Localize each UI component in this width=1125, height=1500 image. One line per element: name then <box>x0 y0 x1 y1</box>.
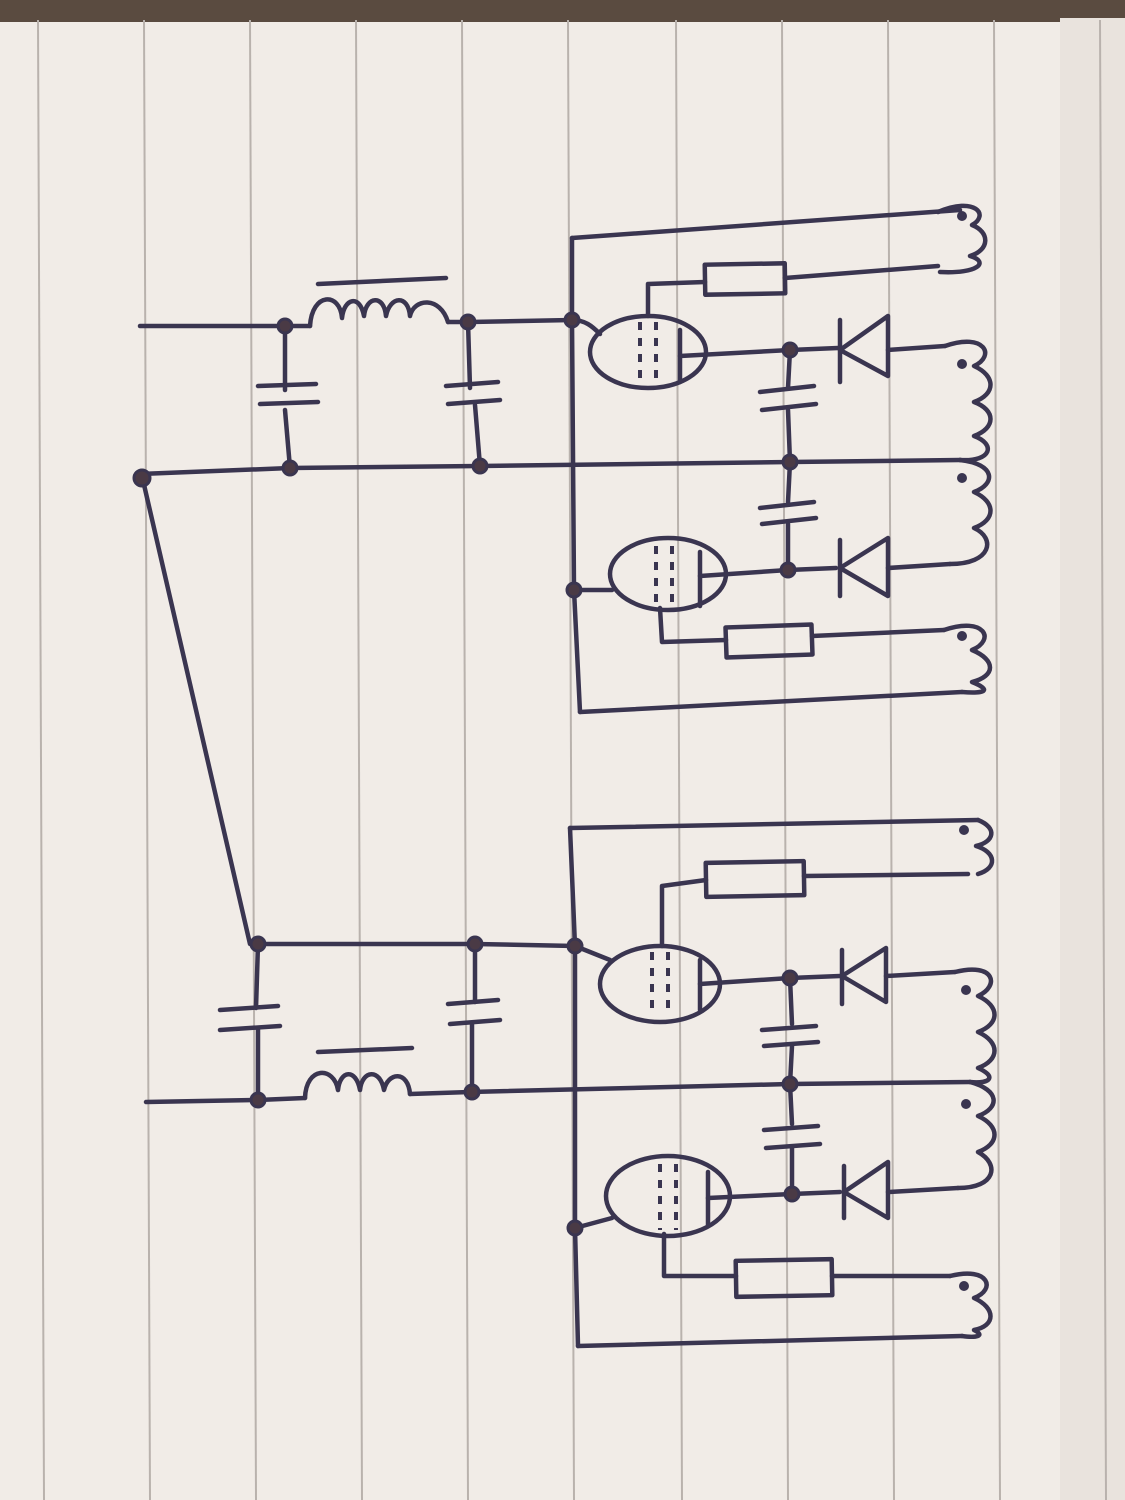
coil-upper-4 <box>941 623 993 695</box>
ruled-lines <box>37 19 1107 1500</box>
coil-upper-1 <box>935 203 988 275</box>
coil-upper-2 <box>942 339 993 463</box>
ruled-line <box>567 19 575 1500</box>
tube-lower-1 <box>572 877 793 1025</box>
ruled-line <box>675 19 683 1500</box>
ruled-line <box>887 19 895 1500</box>
inductor-lower <box>302 1045 415 1101</box>
ruled-line <box>143 19 151 1500</box>
link-wire <box>132 468 253 947</box>
tube-upper-2 <box>571 535 791 645</box>
upper-circuit <box>137 203 993 715</box>
coil-lower-1 <box>959 817 995 877</box>
junctions-upper <box>276 311 799 599</box>
resistor-lower-1 <box>703 858 971 900</box>
upper-wires <box>137 207 965 715</box>
coil-lower-3 <box>955 1079 997 1191</box>
ruled-line <box>249 19 257 1500</box>
coil-lower-2 <box>952 967 997 1085</box>
junctions-lower <box>249 935 801 1237</box>
capacitor-lower-left <box>217 1003 283 1033</box>
capacitor-upper-left <box>255 381 321 407</box>
capacitor-upper-right <box>443 379 503 407</box>
ruled-line <box>1099 19 1107 1500</box>
coil-upper-3 <box>947 457 993 567</box>
coil-lower-4 <box>947 1271 993 1339</box>
resistor-upper-1 <box>702 261 941 297</box>
ruled-line <box>355 19 363 1500</box>
capacitor-lower-right <box>445 997 503 1027</box>
inductor-upper <box>307 275 451 329</box>
ruled-line <box>461 19 469 1500</box>
lower-wires <box>143 817 981 1349</box>
ruled-line <box>37 19 45 1500</box>
tube-lower-2 <box>572 1153 795 1279</box>
lower-circuit <box>143 817 997 1349</box>
resistor-lower-2 <box>733 1256 953 1300</box>
diode-upper-1 <box>787 313 948 385</box>
ruled-line <box>993 19 1001 1500</box>
diode-lower-1 <box>787 945 958 1007</box>
diode-upper-2 <box>785 535 953 599</box>
resistor-upper-2 <box>723 622 947 660</box>
